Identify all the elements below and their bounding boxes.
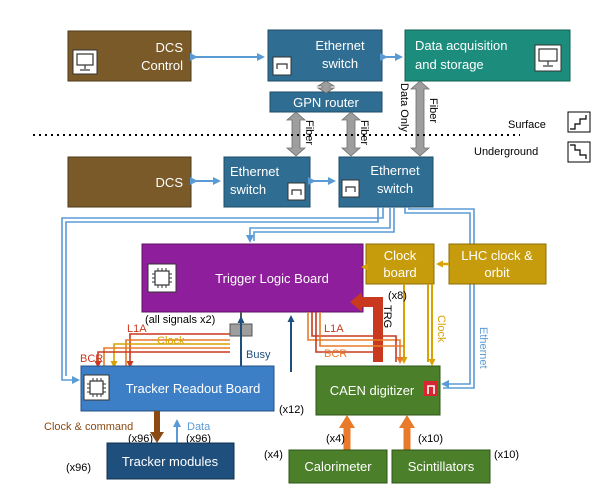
fiber-label-1: Fiber	[303, 120, 315, 145]
calorimeter-box: Calorimeter	[288, 449, 388, 484]
ethernet-switch-top: Ethernet switch	[267, 29, 383, 82]
tracker-modules-label: Tracker modules	[122, 454, 219, 469]
trg-label: TRG	[381, 305, 393, 328]
clock-board-line2: board	[383, 265, 416, 280]
monitor-icon	[534, 44, 562, 72]
l1a-label-left: L1A	[127, 323, 147, 335]
scintillators-box: Scintillators	[391, 449, 491, 484]
tracker-readout-board-box: Tracker Readout Board	[80, 365, 275, 412]
dcs-label: DCS	[156, 175, 184, 190]
caen-digitizer-box: CAEN digitizer	[315, 365, 441, 416]
x4-label-2: (x4)	[264, 449, 283, 461]
lhc-clock-line2: orbit	[484, 265, 510, 280]
clock-label-left: Clock	[157, 335, 185, 347]
all-signals-label: (all signals x2)	[145, 314, 215, 326]
tracker-modules-box: Tracker modules	[106, 442, 235, 480]
eth-top-line1: Ethernet	[315, 38, 365, 53]
x96-label-2: (x96)	[186, 433, 211, 445]
network-switch-icon	[272, 56, 292, 76]
link-switch-router	[316, 80, 336, 94]
bcr-label-right: BCR	[324, 348, 347, 360]
dcs-control-box: DCS Control	[67, 30, 192, 82]
ethernet-label: Ethernet	[477, 327, 489, 369]
caen-label: CAEN digitizer	[330, 383, 415, 398]
ethernet-switch-left: Ethernet switch	[223, 156, 311, 208]
eth-center-line1: Ethernet	[370, 163, 420, 178]
clock-board-box: Clock board	[365, 243, 435, 285]
network-switch-icon	[341, 179, 360, 198]
daq-line2: and storage	[415, 57, 484, 72]
dcs-box: DCS	[67, 156, 192, 208]
scintillators-arrow	[399, 415, 415, 450]
fiber-arrow-daq	[409, 80, 431, 157]
eth-top-line2: switch	[322, 56, 358, 71]
x96-label-3: (x96)	[66, 462, 91, 474]
tlb-trb-signals	[94, 333, 230, 368]
busy-label: Busy	[246, 349, 271, 361]
dcs-control-line2: Control	[141, 58, 183, 73]
l1a-label-right: L1A	[324, 323, 344, 335]
eth-left-line2: switch	[230, 182, 266, 197]
clock-board-line1: Clock	[384, 248, 417, 263]
daq-line1: Data acquisition	[415, 38, 508, 53]
x10-label-1: (x10)	[418, 433, 443, 445]
trg-arrow	[350, 292, 383, 362]
tlb-caen-signals	[307, 312, 404, 364]
surface-label: Surface	[508, 119, 546, 131]
fiber-label-2: Fiber	[358, 120, 370, 145]
data-acquisition-box: Data acquisition and storage	[404, 29, 571, 82]
trb-label: Tracker Readout Board	[126, 381, 261, 396]
eth-center-line2: switch	[377, 181, 413, 196]
stairs-down-icon	[567, 141, 591, 163]
x96-label-1: (x96)	[128, 433, 153, 445]
chip-icon	[83, 374, 110, 401]
trigger-logic-board-box: Trigger Logic Board	[141, 243, 364, 313]
data-label: Data	[187, 421, 211, 433]
caen-logo-icon	[424, 381, 438, 396]
clock-command-label: Clock & command	[44, 421, 133, 433]
underground-label: Underground	[474, 146, 538, 158]
ethernet-switch-center: Ethernet switch	[338, 156, 434, 208]
chip-icon	[147, 263, 177, 293]
ethernet-lines	[61, 207, 475, 389]
x8-label: (x8)	[388, 290, 407, 302]
x10-label-2: (x10)	[494, 449, 519, 461]
clock-command-arrow	[150, 411, 164, 443]
lhc-clock-box: LHC clock & orbit	[448, 243, 547, 285]
data-only-label: Data Only	[398, 83, 410, 132]
calorimeter-arrow	[339, 415, 355, 450]
scintillators-label: Scintillators	[408, 459, 475, 474]
eth-left-line1: Ethernet	[230, 164, 280, 179]
fiber-arrow-left	[285, 111, 307, 157]
bcr-label-left: BCR	[80, 353, 103, 365]
gpn-router-box: GPN router	[269, 91, 383, 113]
stairs-up-icon	[567, 111, 591, 133]
calorimeter-label: Calorimeter	[304, 459, 372, 474]
clock-label-right: Clock	[435, 315, 447, 343]
fiber-label-3: Fiber	[427, 98, 439, 123]
gpn-router-label: GPN router	[293, 95, 359, 110]
dcs-control-line1: DCS	[156, 40, 184, 55]
x12-label: (x12)	[279, 404, 304, 416]
lhc-clock-line1: LHC clock &	[461, 248, 533, 263]
monitor-icon	[72, 49, 98, 75]
x4-label-1: (x4)	[326, 433, 345, 445]
trigger-logic-board-label: Trigger Logic Board	[215, 271, 329, 286]
network-switch-icon	[287, 182, 306, 201]
